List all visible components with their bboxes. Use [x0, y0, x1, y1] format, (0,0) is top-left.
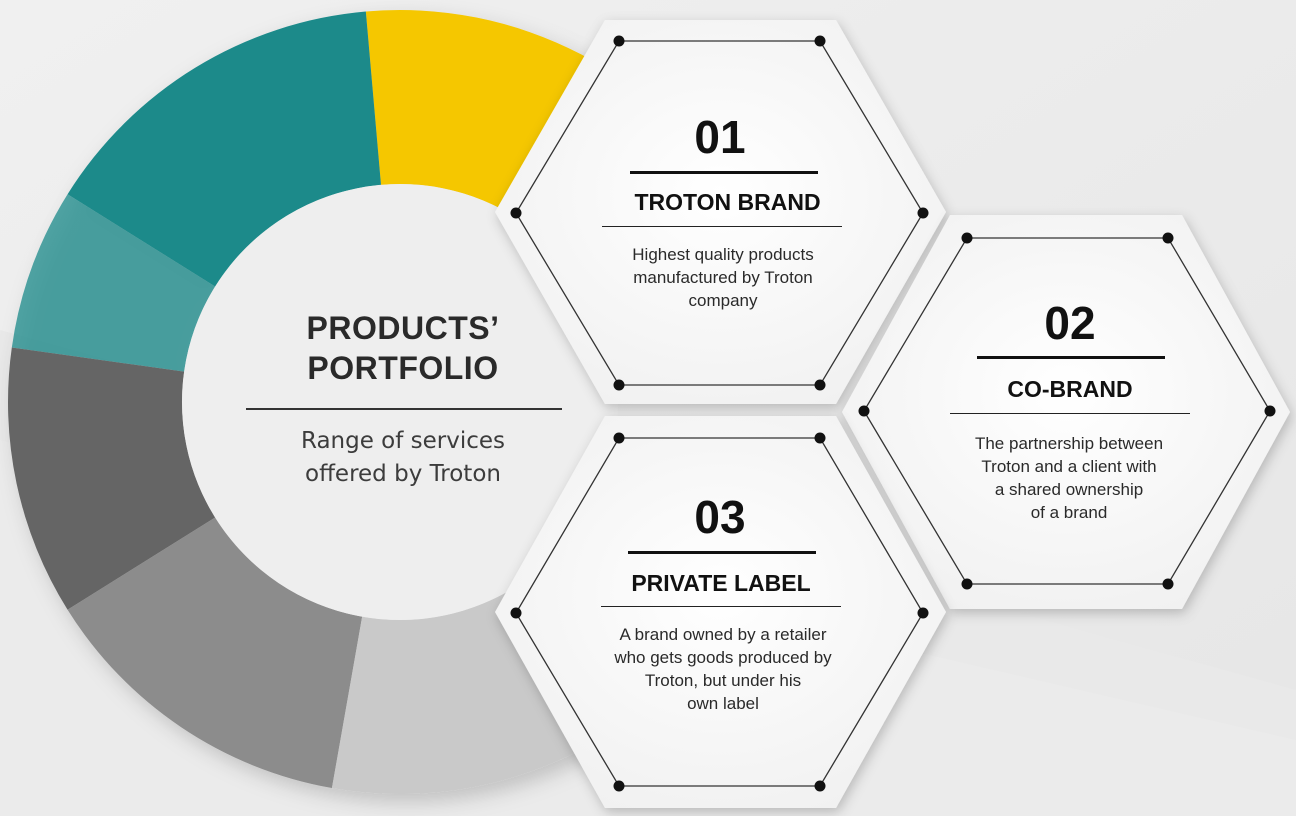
hexagon-03-number-rule — [628, 551, 816, 554]
hexagon-03-vertex-dot — [613, 780, 625, 792]
hexagon-03-title: PRIVATE LABEL — [631, 570, 811, 596]
hexagon-01-number: 01 — [694, 111, 746, 163]
hexagon-01-vertex-dot — [510, 207, 522, 219]
hexagon-02-title-rule — [950, 413, 1190, 414]
ring-segment-teal — [67, 11, 382, 287]
hexagon-01-vertex-dot — [814, 379, 826, 391]
center-title-line2: PORTFOLIO — [307, 350, 499, 386]
center-subtitle-line1: Range of services — [300, 428, 506, 454]
hexagon-01-description-line: manufactured by Troton — [633, 268, 813, 287]
hexagon-01-description-line: company — [688, 291, 758, 310]
hexagon-02-vertex-dot — [858, 405, 870, 417]
hexagon-02-vertex-dot — [1264, 405, 1276, 417]
hexagon-01 — [495, 20, 946, 404]
hexagon-02-vertex-dot — [961, 578, 973, 590]
hexagon-02-number: 02 — [1044, 297, 1096, 349]
ring-segment-mid-gray — [67, 517, 363, 789]
hexagon-02-description-line: The partnership between — [974, 434, 1164, 453]
hexagon-03 — [495, 416, 946, 808]
hexagon-02-number-rule — [977, 356, 1165, 359]
hexagon-03-number: 03 — [694, 491, 746, 543]
hexagon-03-description-line: own label — [687, 694, 759, 713]
center-subtitle: Range of services offered by Troton — [262, 425, 544, 491]
center-subtitle-line2: offered by Troton — [305, 461, 501, 487]
hexagon-03-vertex-dot — [510, 607, 522, 619]
hexagon-02-outer — [842, 215, 1290, 609]
hexagon-01-vertex-dot — [917, 207, 929, 219]
hexagon-02-title: CO-BRAND — [1007, 376, 1133, 402]
hexagon-02-vertex-dot — [1162, 232, 1174, 244]
hexagon-01-title: TROTON BRAND — [634, 189, 821, 215]
hexagon-02-vertex-dot — [961, 232, 973, 244]
hexagon-02-description: The partnership between Troton and a cli… — [938, 432, 1200, 524]
hexagon-03-description-line: A brand owned by a retailer — [619, 625, 827, 644]
center-title: PRODUCTS’ PORTFOLIO — [222, 308, 584, 388]
hexagon-03-title-rule — [601, 606, 841, 607]
hexagon-02 — [842, 215, 1290, 609]
hexagon-01-vertex-dot — [814, 35, 826, 47]
hexagon-02-description-line: Troton and a client with — [981, 457, 1157, 476]
hexagon-03-description-line: who gets goods produced by — [614, 648, 832, 667]
hexagon-03-vertex-dot — [613, 432, 625, 444]
ring-inner-area — [182, 184, 618, 620]
hexagon-02-description-line: a shared ownership — [994, 480, 1144, 499]
hexagon-01-number-rule — [630, 171, 818, 174]
hexagon-01-description-line: Highest quality products — [632, 245, 814, 264]
hexagon-03-vertex-dot — [917, 607, 929, 619]
hexagon-01-vertex-dot — [613, 35, 625, 47]
hexagon-03-outer — [495, 416, 946, 808]
ring-segment-dark-gray — [8, 347, 216, 610]
hexagon-01-vertex-dot — [613, 379, 625, 391]
hexagon-03-vertex-dot — [814, 780, 826, 792]
hexagon-02-description-line: of a brand — [1030, 503, 1108, 522]
hexagon-03-description: A brand owned by a retailer who gets goo… — [582, 623, 864, 715]
hexagon-01-description: Highest quality products manufactured by… — [592, 243, 854, 312]
hexagon-03-description-line: Troton, but under his — [644, 671, 802, 690]
hexagon-01-outer — [495, 20, 946, 404]
hexagon-01-title-rule — [602, 226, 842, 227]
center-title-line1: PRODUCTS’ — [306, 310, 500, 346]
hexagon-02-vertex-dot — [1162, 578, 1174, 590]
ring-segment-teal-light — [11, 194, 216, 372]
hexagon-03-vertex-dot — [814, 432, 826, 444]
center-divider — [246, 408, 562, 410]
